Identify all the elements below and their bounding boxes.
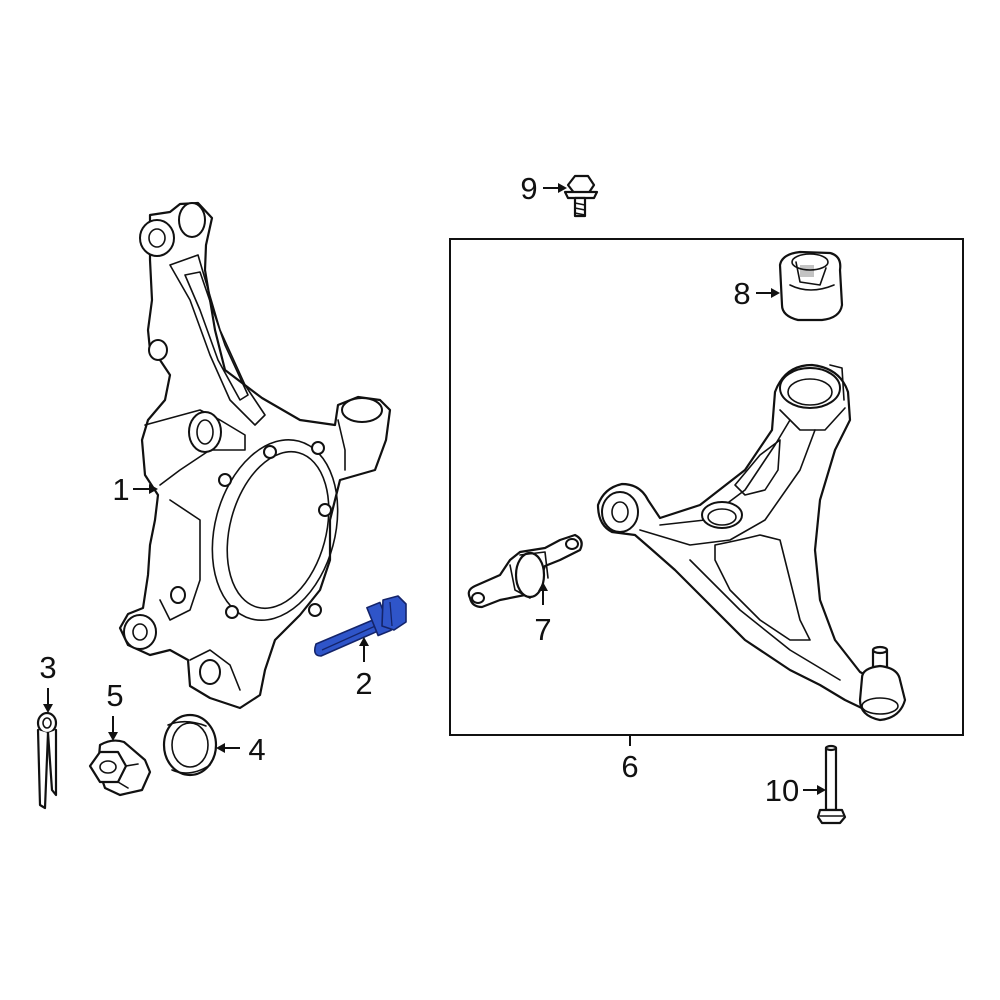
steering-knuckle-part-1[interactable]: [118, 201, 392, 710]
leader-3: [43, 688, 53, 713]
callout-5[interactable]: 5: [106, 678, 123, 713]
leader-10: [803, 785, 826, 795]
leader-9: [543, 183, 567, 193]
callout-4[interactable]: 4: [248, 732, 265, 767]
leader-2: [359, 637, 369, 662]
small-bolt-part-9[interactable]: [563, 174, 599, 218]
bolt-part-2[interactable]: [314, 595, 407, 657]
callout-8[interactable]: 8: [733, 276, 750, 311]
callout-2[interactable]: 2: [355, 666, 372, 701]
bushing-bracket-part-7[interactable]: [467, 533, 583, 609]
seal-ring-part-4[interactable]: [162, 713, 218, 777]
leader-7: [538, 582, 548, 605]
callout-1[interactable]: 1: [112, 472, 129, 507]
control-arm-part-6[interactable]: [596, 363, 907, 722]
callout-7[interactable]: 7: [534, 612, 551, 647]
long-bolt-part-10[interactable]: [816, 744, 847, 825]
bushing-part-8[interactable]: [778, 250, 844, 322]
leader-4: [216, 743, 240, 753]
cotter-pin-part-3[interactable]: [36, 711, 58, 810]
control-arm-assembly-box: [449, 238, 964, 736]
leader-1: [133, 484, 158, 494]
callout-9[interactable]: 9: [520, 171, 537, 206]
nut-part-5[interactable]: [88, 739, 152, 797]
leader-8: [756, 288, 780, 298]
callout-6[interactable]: 6: [621, 749, 638, 784]
leader-5: [108, 716, 118, 741]
callout-10[interactable]: 10: [765, 773, 799, 808]
callout-3[interactable]: 3: [39, 650, 56, 685]
